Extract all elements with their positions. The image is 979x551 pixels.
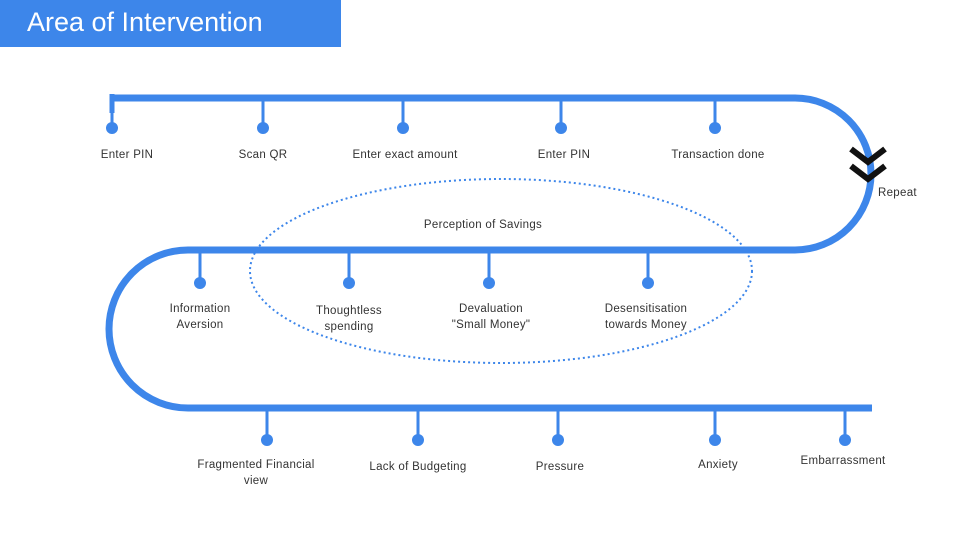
row1-step-2-dot <box>257 122 269 134</box>
repeat-label: Repeat <box>878 187 917 199</box>
row3-step-4-label: Anxiety <box>698 459 738 471</box>
double-chevron-down-icon <box>849 146 887 183</box>
row3-step-5-dot <box>839 434 851 446</box>
row1-step-1-label: Enter PIN <box>101 149 154 161</box>
row3-step-3-dot <box>552 434 564 446</box>
row1-step-4-dot <box>555 122 567 134</box>
row1-step-4-label: Enter PIN <box>538 149 591 161</box>
row3-step-5-label: Embarrassment <box>800 455 886 467</box>
row3-step-1-dot <box>261 434 273 446</box>
row2-step-2-dot <box>343 277 355 289</box>
row3-step-2-dot <box>412 434 424 446</box>
row1-step-1-dot <box>106 122 118 134</box>
row2-step-3-label: Devaluation"Small Money" <box>452 303 531 331</box>
row2-step-1-dot <box>194 277 206 289</box>
row1-step-2-label: Scan QR <box>239 149 288 161</box>
row3-step-4-dot <box>709 434 721 446</box>
savings-perception-ellipse <box>249 178 753 364</box>
row2-step-4-dot <box>642 277 654 289</box>
row1-step-5-dot <box>709 122 721 134</box>
title-banner: Area of Intervention <box>0 0 341 47</box>
ellipse-label: Perception of Savings <box>424 219 542 231</box>
row1-step-5-label: Transaction done <box>671 149 764 161</box>
row1-step-3-dot <box>397 122 409 134</box>
row3-step-2-label: Lack of Budgeting <box>369 461 466 473</box>
page-title: Area of Intervention <box>27 7 263 37</box>
journey-track <box>105 94 875 412</box>
row2-step-3-dot <box>483 277 495 289</box>
row3-step-3-label: Pressure <box>536 461 584 473</box>
row1-step-3-label: Enter exact amount <box>352 149 458 161</box>
